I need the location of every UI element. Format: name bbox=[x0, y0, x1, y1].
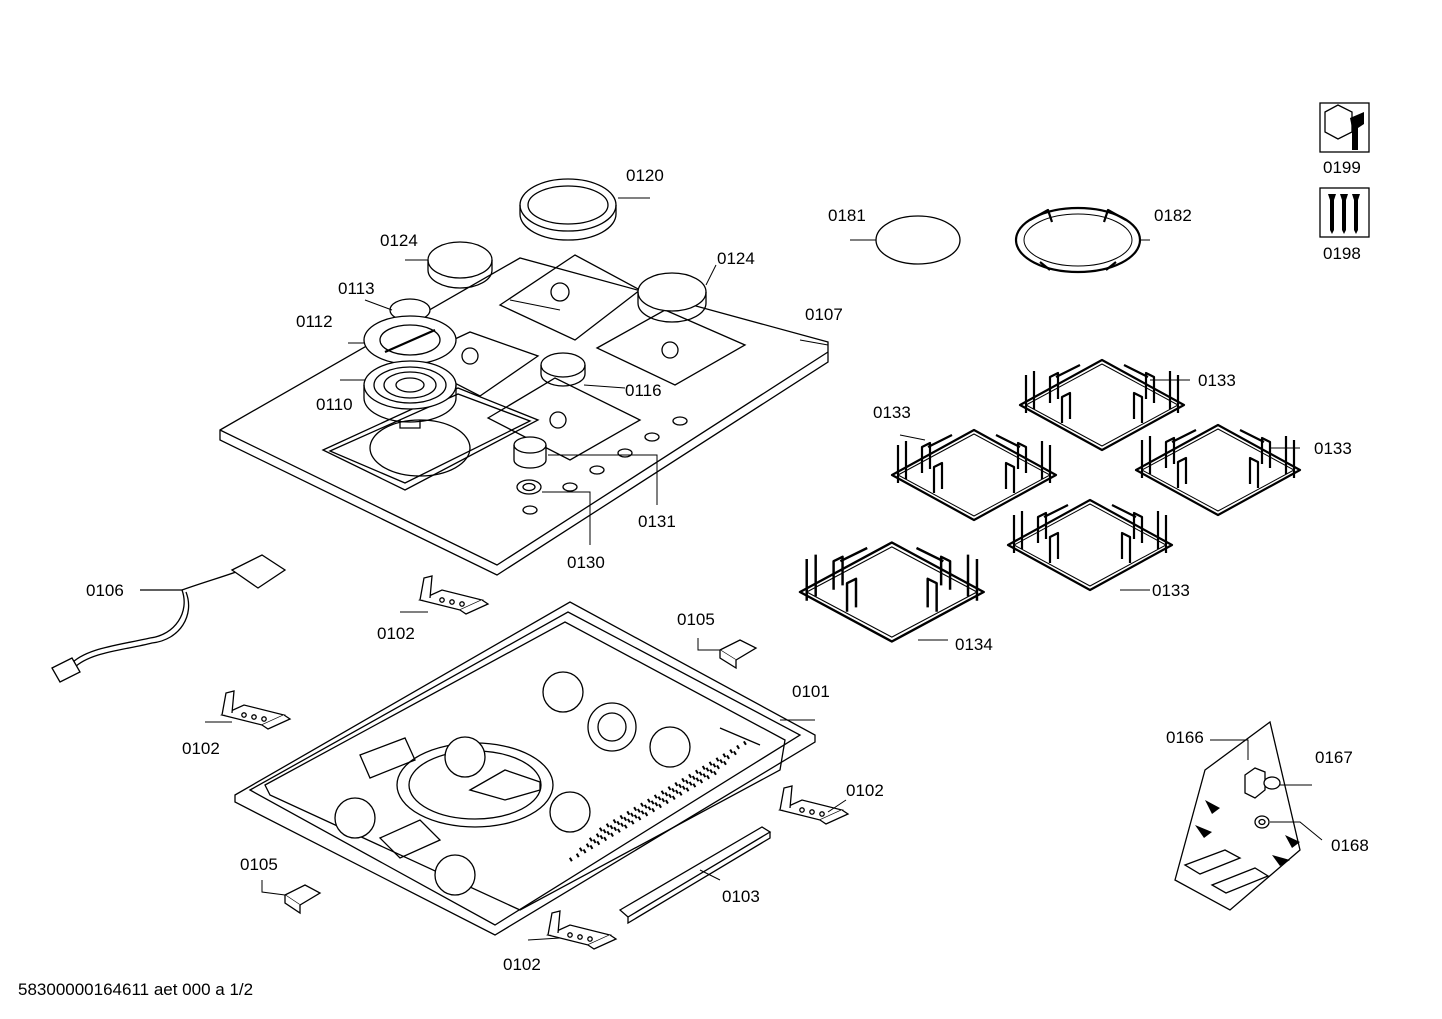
label-0199: 0199 bbox=[1323, 158, 1361, 177]
label-0198: 0198 bbox=[1323, 244, 1361, 263]
conversion-kit bbox=[1174, 720, 1323, 911]
label-0133-bottom: 0133 bbox=[1152, 581, 1190, 600]
label-0105-lower: 0105 bbox=[240, 855, 278, 874]
pan-support-grate-right bbox=[1134, 423, 1302, 517]
wrench-nut-icon bbox=[1319, 102, 1370, 153]
mounting-bracket-1 bbox=[419, 575, 489, 615]
wok-burner-assembly bbox=[363, 298, 457, 429]
control-knob bbox=[513, 436, 547, 469]
mounting-bracket-2 bbox=[221, 690, 291, 730]
pan-support-grate-wok bbox=[798, 541, 985, 643]
power-cord bbox=[51, 554, 287, 683]
label-0102-right: 0102 bbox=[846, 781, 884, 800]
label-0102-upper: 0102 bbox=[377, 624, 415, 643]
pan-support-grate-left bbox=[890, 428, 1058, 522]
label-0133-right: 0133 bbox=[1314, 439, 1352, 458]
label-0167: 0167 bbox=[1315, 748, 1353, 767]
label-0116: 0116 bbox=[625, 381, 662, 400]
label-0131: 0131 bbox=[638, 512, 676, 531]
label-0106: 0106 bbox=[86, 581, 124, 600]
label-0120: 0120 bbox=[626, 166, 664, 185]
label-0102-bottom: 0102 bbox=[503, 955, 541, 974]
label-0103: 0103 bbox=[722, 887, 760, 906]
fixing-clip-lower bbox=[261, 880, 322, 915]
screws-icon bbox=[1319, 187, 1370, 238]
label-0182: 0182 bbox=[1154, 206, 1192, 225]
hob-bottom-tray bbox=[234, 601, 816, 936]
fixing-clip-upper bbox=[697, 638, 758, 670]
label-0130: 0130 bbox=[567, 553, 605, 572]
burner-cap-small-left bbox=[427, 241, 493, 289]
burner-cap-small-right bbox=[637, 272, 707, 323]
document-id: 58300000164611 aet 000 a 1/2 bbox=[18, 980, 254, 999]
simmer-plate bbox=[850, 215, 961, 265]
label-0110: 0110 bbox=[316, 395, 353, 414]
label-0105-upper: 0105 bbox=[677, 610, 715, 629]
pan-support-grate-top bbox=[1018, 358, 1186, 452]
ventilation-holes bbox=[568, 738, 752, 862]
label-0124-left: 0124 bbox=[380, 231, 418, 250]
burner-cap-large bbox=[519, 178, 617, 241]
washer bbox=[1254, 815, 1270, 829]
label-0102-left: 0102 bbox=[182, 739, 220, 758]
mounting-bracket-4 bbox=[547, 910, 617, 950]
label-0101: 0101 bbox=[792, 682, 830, 701]
label-0133-left: 0133 bbox=[873, 403, 911, 422]
label-0107: 0107 bbox=[805, 305, 843, 324]
gas-elbow-fitting bbox=[1244, 767, 1281, 799]
hob-glass-top bbox=[219, 254, 829, 576]
label-0124-right: 0124 bbox=[717, 249, 755, 268]
label-0112: 0112 bbox=[296, 312, 333, 331]
label-0113: 0113 bbox=[338, 279, 375, 298]
label-0133-top: 0133 bbox=[1198, 371, 1236, 390]
knob-bezel bbox=[516, 479, 542, 495]
sealing-strip bbox=[618, 826, 772, 925]
label-0168: 0168 bbox=[1331, 836, 1369, 855]
wok-ring bbox=[1014, 206, 1150, 274]
burner-cap-aux bbox=[540, 352, 586, 387]
label-0166: 0166 bbox=[1166, 728, 1204, 747]
label-0134: 0134 bbox=[955, 635, 993, 654]
label-0181: 0181 bbox=[828, 206, 866, 225]
pan-support-grate-bottom bbox=[1006, 498, 1174, 592]
